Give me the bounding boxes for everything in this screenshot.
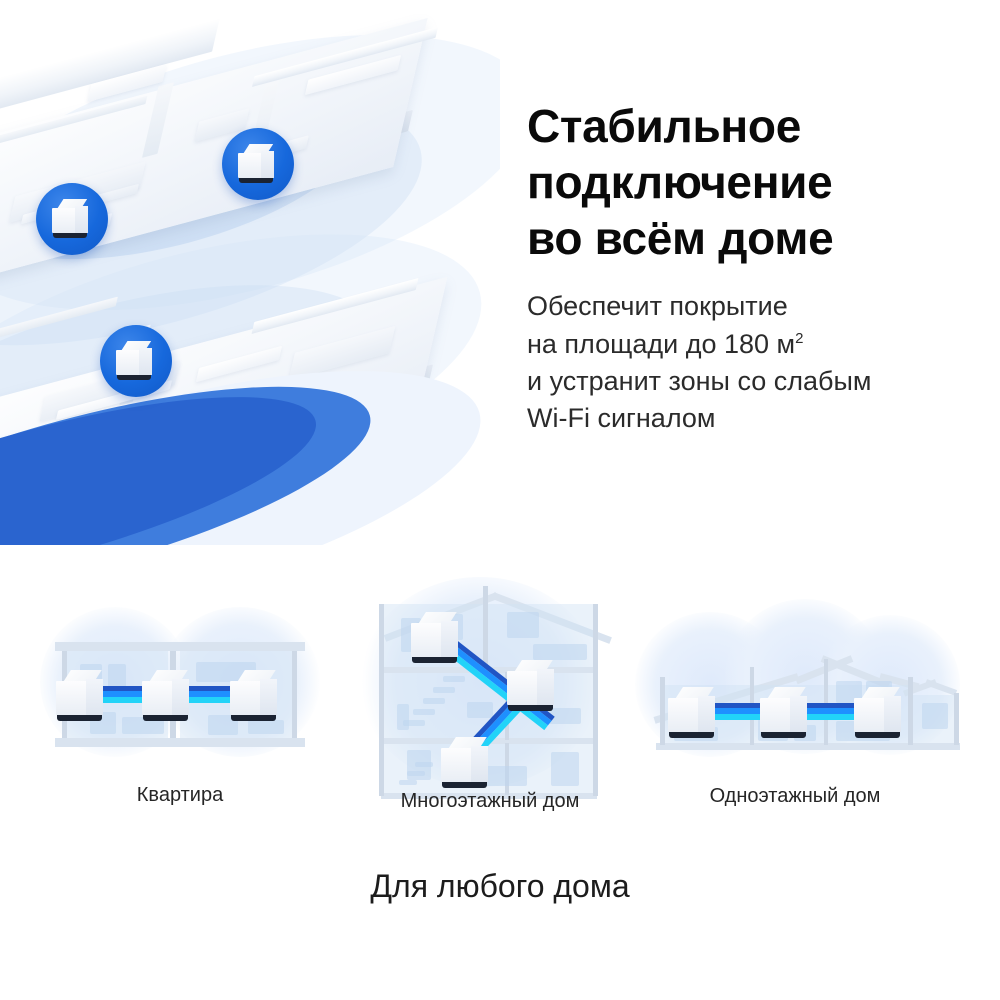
mesh-unit (411, 612, 463, 664)
hero-illustration (0, 0, 500, 545)
square-meters-superscript: 2 (795, 329, 804, 347)
cabinet (208, 715, 238, 735)
lamp (397, 704, 409, 730)
mesh-unit-cube-icon (52, 199, 92, 239)
table (248, 720, 284, 734)
caption-apartment: Квартира (136, 784, 224, 806)
mesh-unit-badge (36, 183, 108, 255)
mesh-unit (854, 687, 906, 739)
caption-single-story-house: Одноэтажный дом (709, 785, 881, 807)
sofa (122, 717, 164, 734)
headline: Стабильное подключение во всём доме (527, 98, 967, 266)
mesh-link-beam (185, 686, 247, 703)
mesh-unit (56, 670, 108, 722)
mesh-unit-cube-icon (116, 341, 156, 381)
window (551, 752, 579, 786)
window (836, 681, 862, 703)
ground-slab (381, 793, 597, 799)
hero-text-block: Стабильное подключение во всём доме Обес… (527, 98, 967, 437)
stair-step (399, 780, 417, 785)
exterior-wall (954, 693, 959, 745)
mesh-link-beam (802, 703, 874, 720)
window (507, 612, 539, 638)
stair-step (433, 687, 455, 693)
stair-step (423, 698, 445, 704)
window (922, 703, 948, 729)
scene-single-story-house: Одноэтажный дом (635, 599, 960, 807)
stair-step (403, 720, 425, 726)
mesh-unit (507, 660, 559, 712)
body-line-2-text: на площади до 180 м (527, 328, 796, 359)
partition-wall (824, 659, 828, 745)
body-line-1: Обеспечит покрытие (527, 291, 788, 322)
window (108, 664, 126, 690)
use-case-row: Квартира (0, 552, 1000, 842)
exterior-wall (660, 677, 665, 745)
mesh-unit (230, 670, 282, 722)
bed (533, 644, 587, 660)
exterior-wall (292, 651, 297, 738)
exterior-wall (908, 677, 913, 745)
cabinet (467, 702, 493, 718)
subheadline: Обеспечит покрытие на площади до 180 м2 … (527, 288, 967, 437)
headline-line-1: Стабильное (527, 100, 801, 152)
mesh-unit-badge (100, 325, 172, 397)
footer-tagline: Для любого дома (370, 868, 630, 904)
stair-step (443, 676, 465, 682)
multistory-house-illustration (355, 552, 625, 799)
partition-wall (483, 586, 488, 671)
floor-slab (55, 738, 305, 747)
mesh-link-beam (710, 703, 780, 720)
mesh-unit (142, 670, 194, 722)
exterior-wall (379, 604, 384, 796)
mesh-unit (668, 687, 720, 739)
scene-apartment: Квартира (30, 607, 330, 806)
body-line-2: на площади до 180 м2 (527, 326, 967, 363)
scene-multistory-house: Многоэтажный дом (355, 552, 625, 812)
mesh-unit-badge (222, 128, 294, 200)
exterior-wall (593, 604, 598, 796)
headline-line-3: во всём доме (527, 212, 834, 265)
headline-line-2: подключение (527, 156, 833, 209)
mesh-unit (760, 687, 812, 739)
mesh-link-beam (98, 686, 160, 703)
apartment-illustration (30, 607, 330, 762)
ceiling-slab (55, 642, 305, 651)
body-line-4: Wi-Fi сигналом (527, 403, 716, 434)
caption-multistory-house: Многоэтажный дом (400, 790, 580, 812)
stair-step (413, 709, 435, 715)
single-story-house-illustration (635, 599, 960, 762)
body-line-3: и устранит зоны со слабым (527, 365, 872, 396)
shelf (407, 750, 431, 780)
mesh-unit-cube-icon (238, 144, 278, 184)
mesh-unit (441, 737, 493, 789)
ground-slab (656, 743, 960, 750)
